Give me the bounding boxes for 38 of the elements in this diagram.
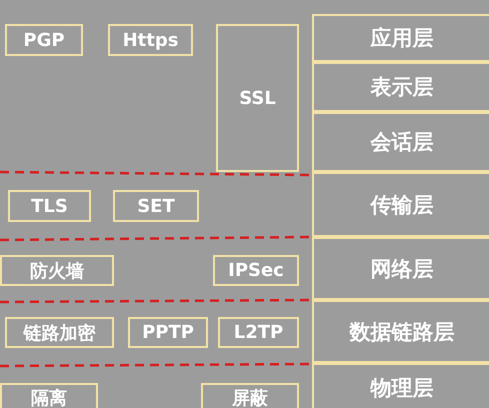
layer-box [312,112,489,172]
protocol-box [5,24,83,56]
layer-label: 数据链路层 [350,318,454,346]
protocol-box [218,317,299,348]
protocol-box [216,24,299,172]
layer-box [312,363,489,408]
protocol-box [201,383,299,408]
protocol-label: PPTP [142,322,194,343]
protocol-label: SSL [239,88,276,108]
protocol-label: 隔离 [31,387,67,408]
protocol-box [0,383,98,408]
protocol-label: IPSec [228,260,284,281]
layer-box [312,172,489,237]
protocol-box [5,317,114,348]
protocol-label: PGP [23,30,65,50]
protocol-box [108,24,193,56]
protocol-label: 防火墙 [30,260,84,282]
protocol-box [8,190,91,222]
protocol-label: Https [122,30,178,50]
protocol-box [113,190,199,222]
layer-box [312,14,489,62]
protocol-label: SET [137,196,175,216]
layer-box [312,300,489,363]
protocol-label: 屏蔽 [232,387,268,408]
layer-label: 物理层 [370,375,434,402]
protocol-box [213,255,299,286]
layer-label: 网络层 [370,256,434,282]
protocol-box [128,317,208,348]
layer-label: 传输层 [370,192,434,218]
protocol-label: TLS [31,196,68,216]
protocol-label: L2TP [234,322,284,343]
layer-box [312,62,489,112]
layer-label: 会话层 [370,129,434,156]
layer-label: 应用层 [370,25,434,52]
protocol-box [0,255,114,286]
layer-label: 表示层 [370,74,434,101]
protocol-label: 链路加密 [24,322,96,344]
layer-box [312,237,489,300]
